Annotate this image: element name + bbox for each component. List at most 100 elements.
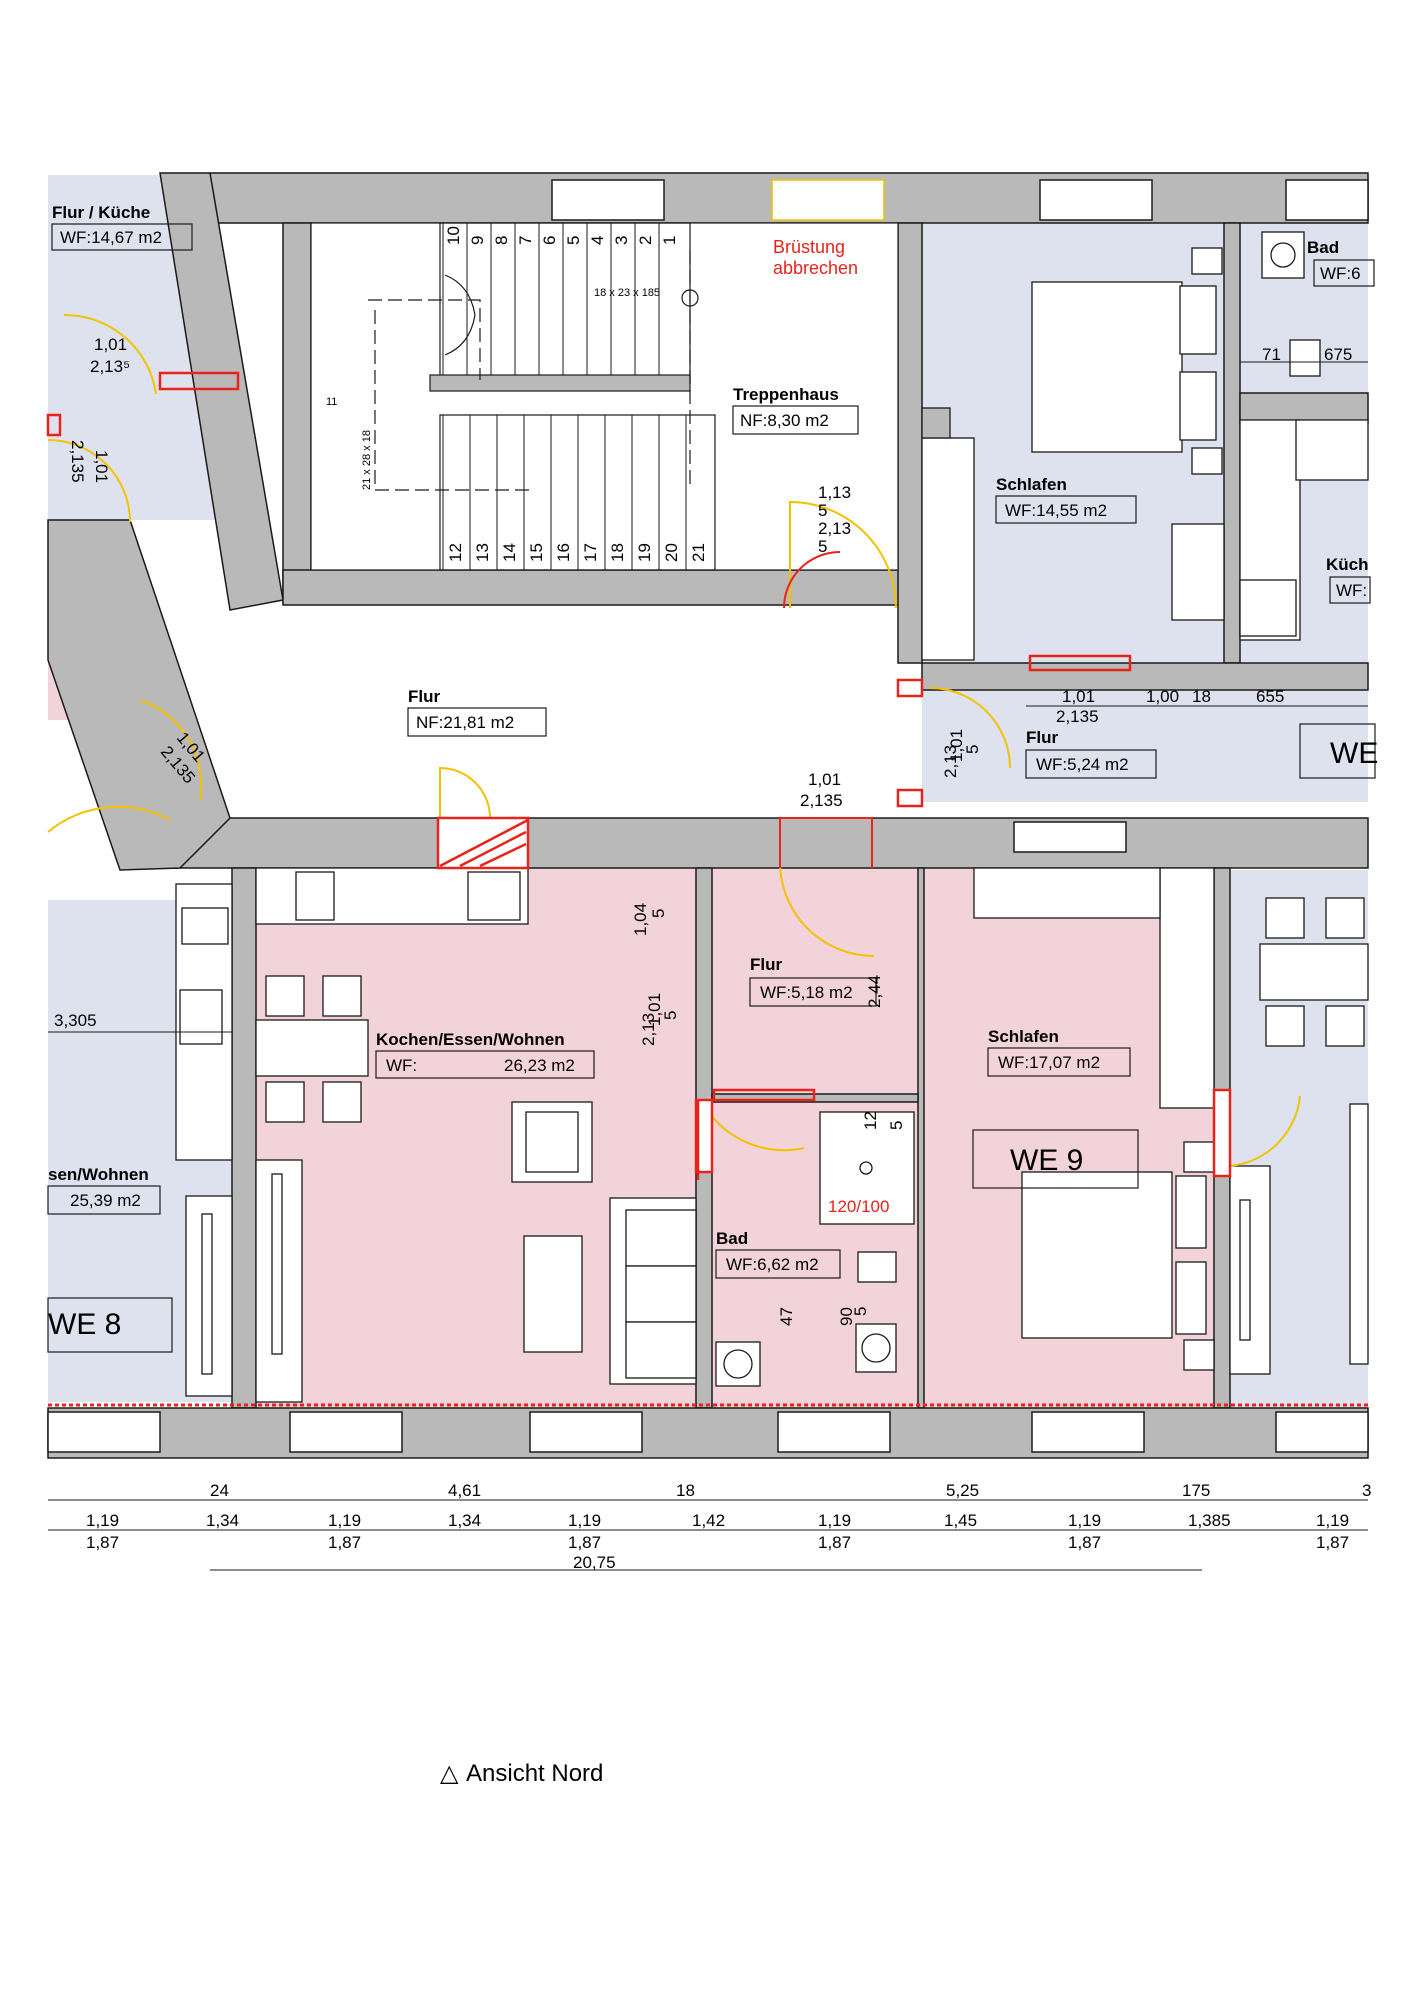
- dim-bad-d: 90: [837, 1307, 856, 1326]
- stair-step-number: 10: [444, 226, 463, 245]
- stair-step-number: 3: [612, 236, 631, 245]
- view-label: Ansicht Nord: [466, 1760, 603, 1787]
- coffee-table: [523, 1235, 583, 1353]
- dim-tl2-a: 1,01: [92, 450, 111, 483]
- washer-icon: [715, 1341, 761, 1387]
- room-name-essen-wohnen-left: sen/Wohnen: [48, 1165, 149, 1184]
- bed-we9: [1021, 1171, 1173, 1339]
- dim-flur-a: 1,01: [808, 770, 841, 789]
- area-treppenhaus: NF:8,30 m2: [740, 411, 829, 430]
- stair-step-number: 14: [500, 543, 519, 562]
- flur-right-fill: [922, 690, 1368, 802]
- dim-row2-bottom-value: 1,87: [818, 1533, 851, 1552]
- area-box-kueche-right: [1329, 576, 1371, 604]
- stair-step-number: 1: [660, 236, 679, 245]
- dim-total: 20,75: [573, 1553, 616, 1572]
- room-name-kochen: Kochen/Essen/Wohnen: [376, 1030, 565, 1049]
- room-name-schlafen-we9: Schlafen: [988, 1027, 1059, 1046]
- stair-step-number: 2: [636, 236, 655, 245]
- dim-row1-value: 24: [210, 1481, 229, 1500]
- unit-label-right: WE: [1330, 737, 1378, 770]
- dim-tr-a: 1,13: [818, 483, 851, 502]
- dim-bad-c: 47: [777, 1307, 796, 1326]
- stair-step-number: 15: [527, 543, 546, 562]
- dim-row2-top-value: 1,19: [86, 1511, 119, 1530]
- stair-step-number: 9: [468, 236, 487, 245]
- dim-row2-top-value: 1,385: [1188, 1511, 1231, 1530]
- area-schlafen-top: WF:14,55 m2: [1005, 501, 1107, 520]
- unit-label-we9: WE 9: [1010, 1144, 1083, 1177]
- dim-row2-top-value: 1,19: [1316, 1511, 1349, 1530]
- area-kueche-right: WF:: [1336, 581, 1367, 600]
- stair-step-number: 18: [608, 543, 627, 562]
- room-name-flur-kueche: Flur / Küche: [52, 203, 150, 222]
- dim-row2-top-value: 1,19: [328, 1511, 361, 1530]
- dim-flurr-c: 5: [963, 745, 982, 754]
- door-openings-red: [46, 371, 1232, 1180]
- room-name-flur-main: Flur: [408, 687, 440, 706]
- walls: [47, 172, 1369, 1459]
- wardrobe-we9: [1159, 867, 1215, 1109]
- dim-row1-value: 4,61: [448, 1481, 481, 1500]
- dim-tl2-b: 2,135: [68, 440, 87, 483]
- room-name-bad-we9: Bad: [716, 1229, 748, 1248]
- room-name-flur-we9: Flur: [750, 955, 782, 974]
- area-essen-wohnen-left: 25,39 m2: [70, 1191, 141, 1210]
- area-box-flur-kueche: [51, 223, 193, 251]
- top-dimensions: 1,01 2,135 1,00 18 655 71 675: [1026, 345, 1368, 726]
- cooktop-icon: [467, 871, 521, 921]
- stair-step-number: 7: [516, 236, 535, 245]
- dim-kitchen-e: 5: [661, 1011, 680, 1020]
- dim-bad-w: 71: [1262, 345, 1281, 364]
- unit-box-right: [1299, 723, 1376, 779]
- area-schlafen-we9: WF:17,07 m2: [998, 1053, 1100, 1072]
- room-name-kueche-right: Küch: [1326, 555, 1369, 574]
- dim-row1-value: 3: [1362, 1481, 1371, 1500]
- dim-flurr-a: 2,13: [941, 745, 960, 778]
- dim-row2-top-value: 1,34: [206, 1511, 239, 1530]
- area-box-schlafen-top: [995, 495, 1137, 524]
- area-bad-we9: WF:6,62 m2: [726, 1255, 819, 1274]
- area-kochen-value: 26,23 m2: [504, 1056, 575, 1075]
- area-box-bad-top: [1313, 259, 1375, 287]
- stair-step-number: 17: [581, 543, 600, 562]
- furniture: [175, 231, 1369, 1403]
- dining-table: [255, 1019, 369, 1077]
- area-box-bad-we9: [715, 1249, 841, 1279]
- doors: [47, 313, 1301, 1167]
- windows-top: [551, 179, 1369, 221]
- bottom-dimensions: [48, 1499, 1368, 1571]
- dim-bad-e: 5: [851, 1307, 870, 1316]
- area-box-essen-wohnen-left: [47, 1185, 161, 1215]
- dim-flurr-b: 1,01: [947, 729, 966, 762]
- dim-row2-bottom-value: 1,87: [1068, 1533, 1101, 1552]
- dim-kitchen-c: 2,13: [639, 1013, 658, 1046]
- area-flur-right: WF:5,24 m2: [1036, 755, 1129, 774]
- room-name-schlafen-top: Schlafen: [996, 475, 1067, 494]
- left-dim-3305: 3,305: [54, 1011, 97, 1030]
- stair-step-number: 8: [492, 236, 511, 245]
- dim-flur-b: 2,135: [800, 791, 843, 810]
- stair-step-number: 19: [635, 543, 654, 562]
- dim-tr-d: 5: [818, 537, 827, 556]
- note-bruestung-2: abbrechen: [773, 258, 858, 278]
- dim-bad-a: 12: [861, 1111, 880, 1130]
- area-bad-top: WF:6: [1320, 264, 1361, 283]
- dim-top-d: 18: [1192, 687, 1211, 706]
- room-name-treppenhaus: Treppenhaus: [733, 385, 839, 404]
- dim-flur9-a: 2,44: [865, 975, 884, 1008]
- dim-row1-value: 18: [676, 1481, 695, 1500]
- area-box-flur-we9: [749, 977, 877, 1007]
- dim-row2-bottom-value: 1,87: [1316, 1533, 1349, 1552]
- area-box-schlafen-we9: [987, 1047, 1131, 1077]
- area-flur-kueche: WF:14,67 m2: [60, 228, 162, 247]
- dim-kitchen-d: 1,01: [645, 993, 664, 1026]
- area-box-flur-right: [1025, 749, 1157, 779]
- unit-box-we9: [972, 1129, 1139, 1189]
- unit-label-we8: WE 8: [48, 1308, 121, 1341]
